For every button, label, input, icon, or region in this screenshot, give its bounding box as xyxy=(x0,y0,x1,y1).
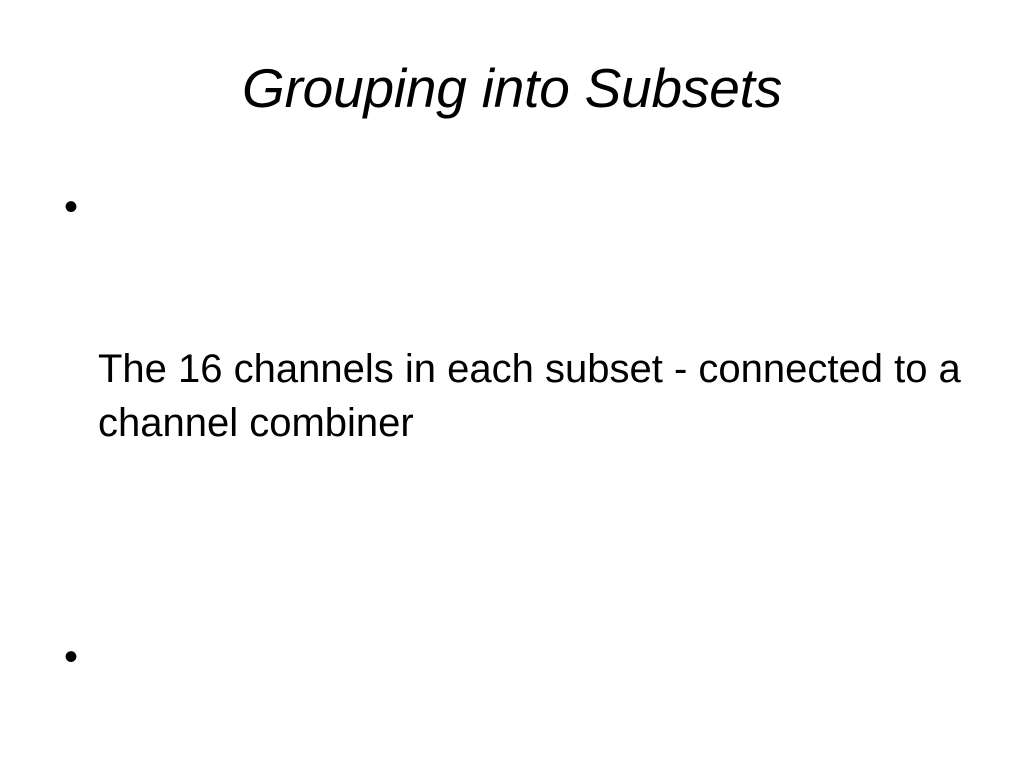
list-item-text: The 16 channels in each subset - connect… xyxy=(98,347,972,445)
bullet-list: • The 16 channels in each subset - conne… xyxy=(56,180,976,768)
bullet-point-icon: • xyxy=(64,185,79,229)
list-item: • The 16 channels in each subset - conne… xyxy=(56,180,976,558)
list-item: • Wide separation between adjacent chann… xyxy=(56,630,976,768)
page-title: Grouping into Subsets xyxy=(241,57,783,119)
bullet-point-icon: • xyxy=(64,635,79,679)
